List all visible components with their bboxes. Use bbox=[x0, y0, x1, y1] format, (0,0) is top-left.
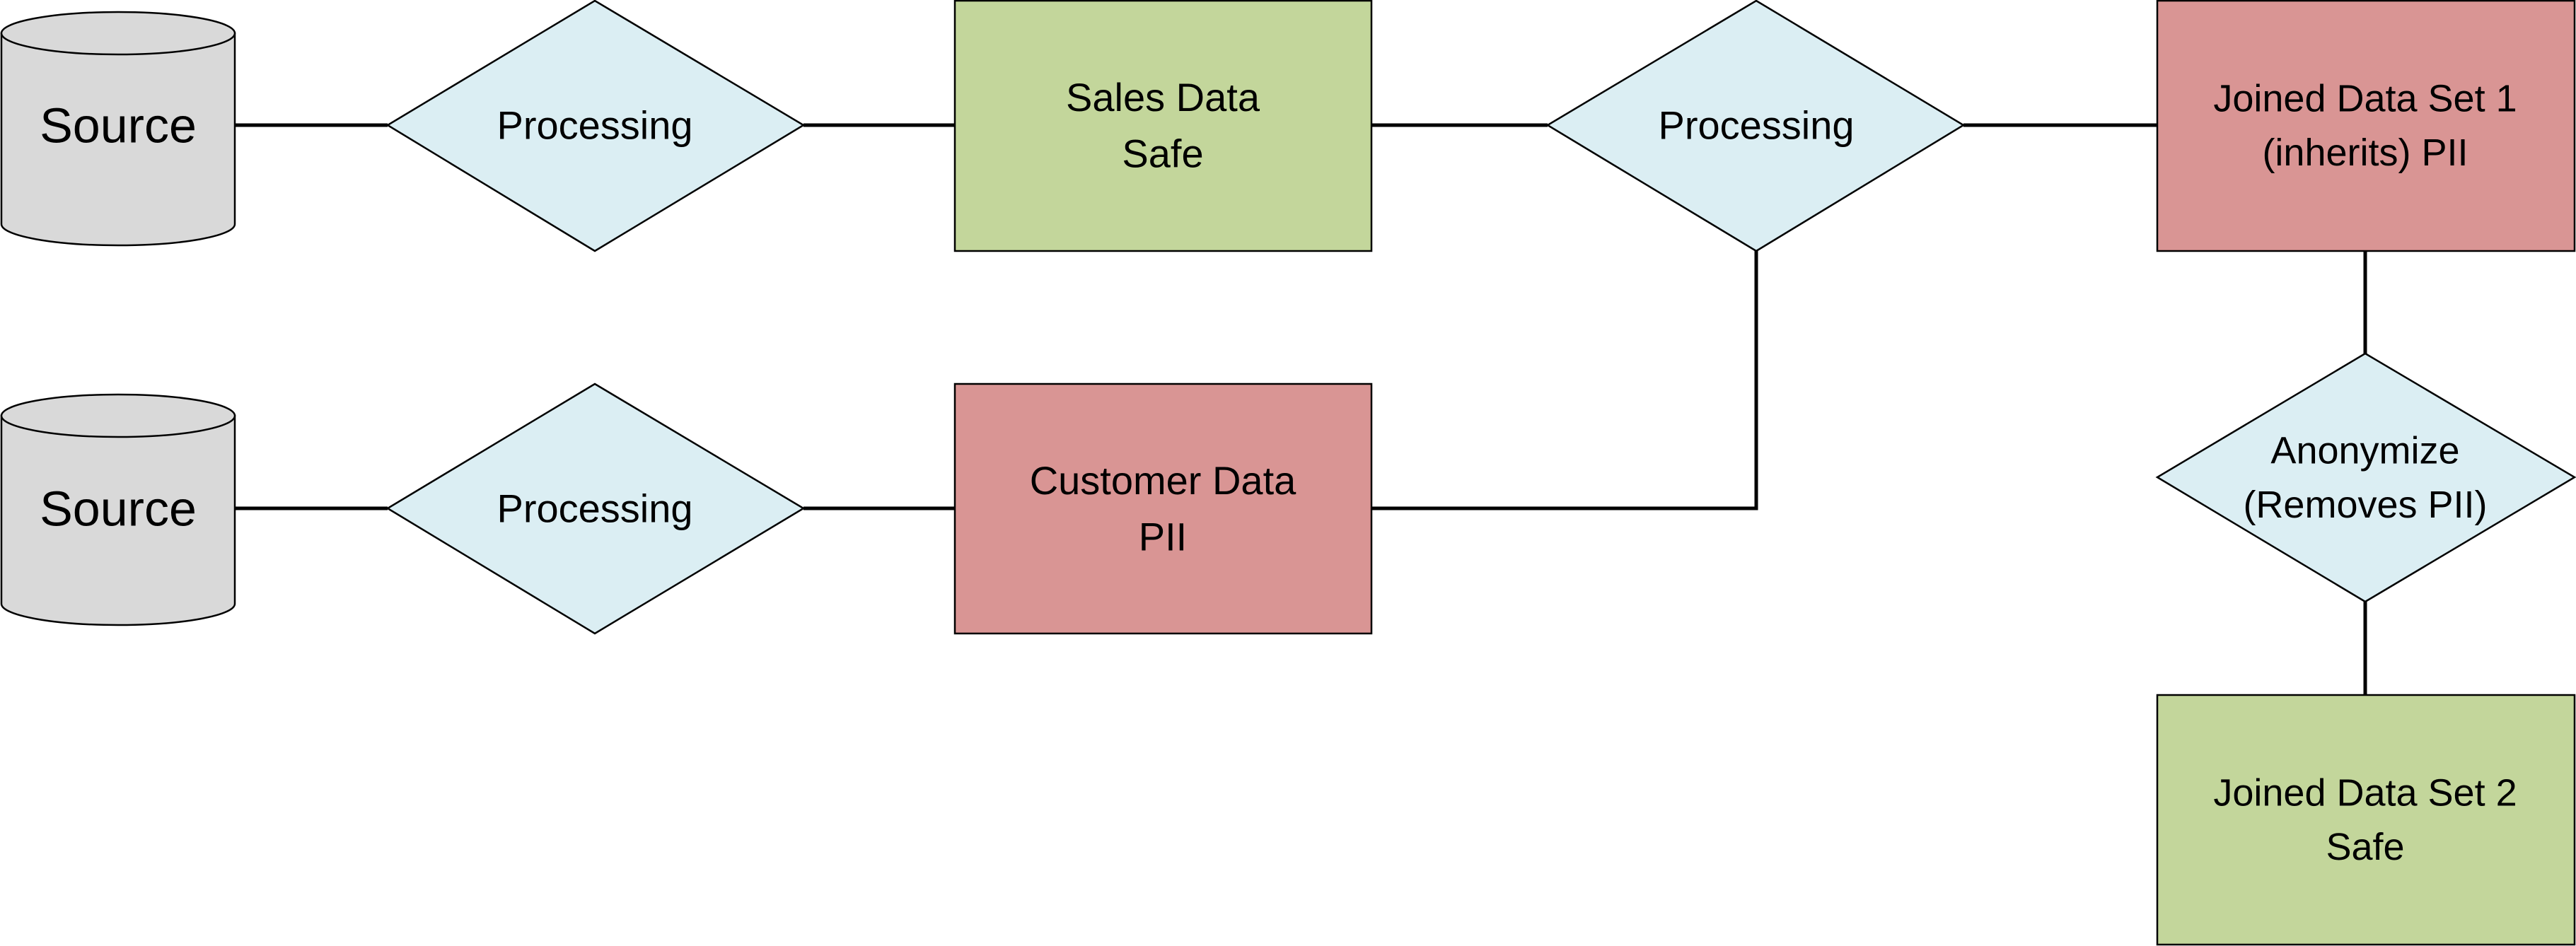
source-top-label: Source bbox=[40, 98, 197, 153]
customer-data-box bbox=[953, 383, 1373, 635]
label-line: (inherits) PII bbox=[2262, 132, 2468, 174]
label-line: Anonymize bbox=[2270, 430, 2459, 472]
label-line: Processing bbox=[1658, 103, 1854, 148]
anonymize-node: Anonymize (Removes PII) bbox=[2155, 352, 2576, 603]
database-cylinder-icon bbox=[0, 32, 236, 247]
anonymize-diamond bbox=[2155, 352, 2576, 603]
joined-data-set-1-label: Joined Data Set 1 (inherits) PII bbox=[2213, 78, 2517, 175]
joined-data-set-1-node: Joined Data Set 1 (inherits) PII bbox=[2156, 0, 2576, 252]
database-cylinder-top bbox=[0, 11, 236, 56]
connector-customer-data-to-processing-join bbox=[1371, 251, 1758, 510]
anonymize-label: Anonymize (Removes PII) bbox=[2243, 430, 2487, 527]
label-line: Joined Data Set 1 bbox=[2213, 78, 2517, 120]
label-line: Safe bbox=[2326, 826, 2404, 868]
label-line: Processing bbox=[497, 486, 692, 531]
label-line: PII bbox=[1139, 514, 1187, 559]
label-line: Source bbox=[40, 481, 197, 537]
joined-data-set-2-label: Joined Data Set 2 Safe bbox=[2213, 772, 2517, 869]
source-bottom-label: Source bbox=[40, 481, 197, 537]
label-line: Source bbox=[40, 98, 197, 153]
joined-data-set-2-node: Joined Data Set 2 Safe bbox=[2156, 694, 2576, 946]
processing-diamond bbox=[385, 383, 806, 635]
source-top-node: Source bbox=[0, 11, 236, 247]
label-line: (Removes PII) bbox=[2243, 484, 2487, 526]
source-bottom-node: Source bbox=[0, 393, 236, 626]
processing-diamond bbox=[1545, 0, 1966, 252]
joined-data-set-2-box bbox=[2156, 694, 2576, 946]
joined-data-set-1-box bbox=[2156, 0, 2576, 252]
database-cylinder-icon bbox=[0, 414, 236, 626]
processing-bottom-node: Processing bbox=[385, 383, 806, 635]
processing-join-node: Processing bbox=[1545, 0, 1966, 252]
processing-diamond bbox=[385, 0, 806, 252]
label-line: Joined Data Set 2 bbox=[2213, 772, 2517, 814]
label-line: Customer Data bbox=[1030, 458, 1296, 503]
processing-top-label: Processing bbox=[497, 103, 692, 148]
sales-data-box bbox=[953, 0, 1373, 252]
processing-bottom-label: Processing bbox=[497, 486, 692, 531]
label-line: Safe bbox=[1122, 131, 1203, 175]
label-line: Processing bbox=[497, 103, 692, 148]
processing-top-node: Processing bbox=[385, 0, 806, 252]
connectors bbox=[236, 123, 2367, 695]
processing-join-label: Processing bbox=[1658, 103, 1854, 148]
database-cylinder-top bbox=[0, 393, 236, 438]
label-line: Sales Data bbox=[1066, 75, 1260, 119]
